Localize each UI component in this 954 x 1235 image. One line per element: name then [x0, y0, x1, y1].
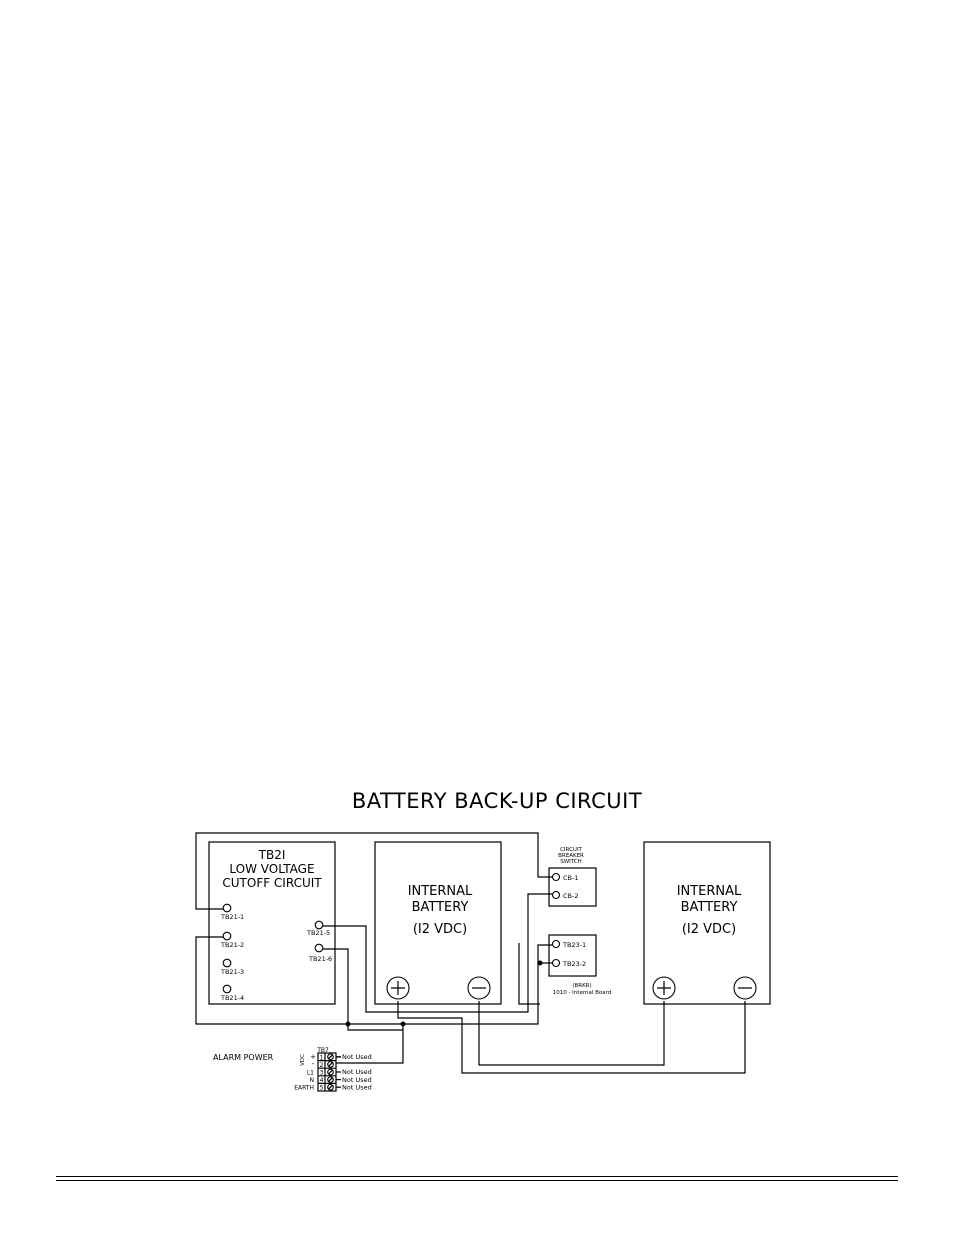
battery-right-line1: INTERNAL [677, 884, 742, 899]
wire-tb21-2-bus [195, 936, 552, 1025]
battery-right: INTERNAL BATTERY (I2 VDC) [643, 841, 771, 1005]
battery-left-plus-icon [391, 981, 405, 995]
tb7-row-4-text: Not Used [342, 1076, 372, 1084]
alarm-power-block: ALARM POWER TB7 VDC + - 1 Not Used 2 L1 … [213, 1047, 372, 1092]
battery-right-plus-icon [657, 981, 671, 995]
wire-tb21-1-to-cb1 [195, 832, 552, 910]
circuit-breaker: CIRCUIT BREAKER SWITCH CB-1 CB-2 [548, 847, 597, 907]
battery-left-line1: INTERNAL [408, 884, 473, 899]
alarm-vdc-minus: - [312, 1060, 315, 1068]
tb23-1-label: TB23-1 [562, 941, 586, 949]
tb7-row-1-text: Not Used [342, 1053, 372, 1061]
alarm-vdc-plus: + [310, 1053, 316, 1061]
battery-left: INTERNAL BATTERY (I2 VDC) [374, 841, 502, 1005]
cb2-terminal [551, 890, 561, 900]
tb21-cutoff-box: TB2I LOW VOLTAGE CUTOFF CIRCUIT TB21-1 T… [208, 841, 336, 1005]
wire-tb23-1 [518, 943, 540, 1005]
tb7-row-4-side: N [310, 1077, 315, 1084]
tb21-1-label: TB21-1 [220, 913, 244, 921]
tb21-6-terminal [314, 943, 324, 953]
tb23-1-terminal [551, 939, 561, 949]
tb21-5-label: TB21-5 [306, 929, 330, 937]
junction-dot-3 [537, 960, 543, 966]
tb21-5-terminal [314, 920, 324, 930]
tb7-row-4-num: 4 [320, 1077, 324, 1084]
breaker-line3: SWITCH [560, 859, 582, 865]
footer-rule [56, 1176, 898, 1181]
junction-dot-2 [400, 1021, 406, 1027]
tb21-2-terminal [222, 931, 232, 941]
tb7-row-5-num: 5 [320, 1085, 324, 1092]
tb23-brkr-label: (BRKR) [572, 983, 591, 989]
tb21-2-label: TB21-2 [220, 941, 244, 949]
cb1-terminal [551, 872, 561, 882]
tb21-4-terminal [222, 984, 232, 994]
tb7-row-3-num: 3 [320, 1070, 324, 1077]
battery-left-line2: BATTERY [412, 900, 469, 915]
junction-dot-1 [345, 1021, 351, 1027]
tb23-2-terminal [551, 958, 561, 968]
tb21-4-label: TB21-4 [220, 994, 244, 1002]
tb23-block: TB23-1 TB23-2 (BRKR) 1010 - Internal Boa… [548, 934, 612, 996]
alarm-vdc-label: VDC [300, 1054, 306, 1066]
battery-left-line3: (I2 VDC) [413, 922, 467, 937]
tb7-row-3-side: L1 [307, 1070, 314, 1077]
battery-right-line3: (I2 VDC) [682, 922, 736, 937]
tb21-name: TB2I [258, 848, 286, 862]
tb7-row-5-side: EARTH [294, 1085, 314, 1092]
wire-alarm-feed [336, 1024, 404, 1064]
tb23-2-label: TB23-2 [562, 960, 586, 968]
wiring [195, 832, 746, 1074]
tb21-line1: LOW VOLTAGE [229, 862, 314, 876]
breaker-line2: BREAKER [558, 853, 584, 859]
cb2-label: CB-2 [563, 892, 578, 900]
battery-right-line2: BATTERY [681, 900, 738, 915]
tb21-1-terminal [222, 903, 232, 913]
diagram-title: BATTERY BACK-UP CIRCUIT [352, 789, 642, 813]
tb21-3-terminal [222, 958, 232, 968]
tb7-row-5-text: Not Used [342, 1084, 372, 1092]
alarm-power-label: ALARM POWER [213, 1053, 274, 1062]
tb7-label: TB7 [316, 1047, 329, 1054]
tb7-row-3-text: Not Used [342, 1068, 372, 1076]
breaker-line1: CIRCUIT [560, 847, 582, 853]
tb21-line2: CUTOFF CIRCUIT [222, 876, 322, 890]
wire-left-minus-to-right-plus [478, 1001, 665, 1066]
wire-left-plus [397, 1001, 746, 1074]
tb23-board-label: 1010 - Internal Board [553, 990, 612, 996]
wire-tb21-6-to-alarm [321, 948, 349, 1024]
tb7-row-2-num: 2 [320, 1062, 324, 1069]
tb7-row-1-num: 1 [320, 1055, 324, 1062]
wire-tb21-5-to-cb2 [321, 893, 552, 1013]
tb21-3-label: TB21-3 [220, 968, 244, 976]
cb1-label: CB-1 [563, 874, 578, 882]
tb21-6-label: TB21-6 [308, 955, 332, 963]
